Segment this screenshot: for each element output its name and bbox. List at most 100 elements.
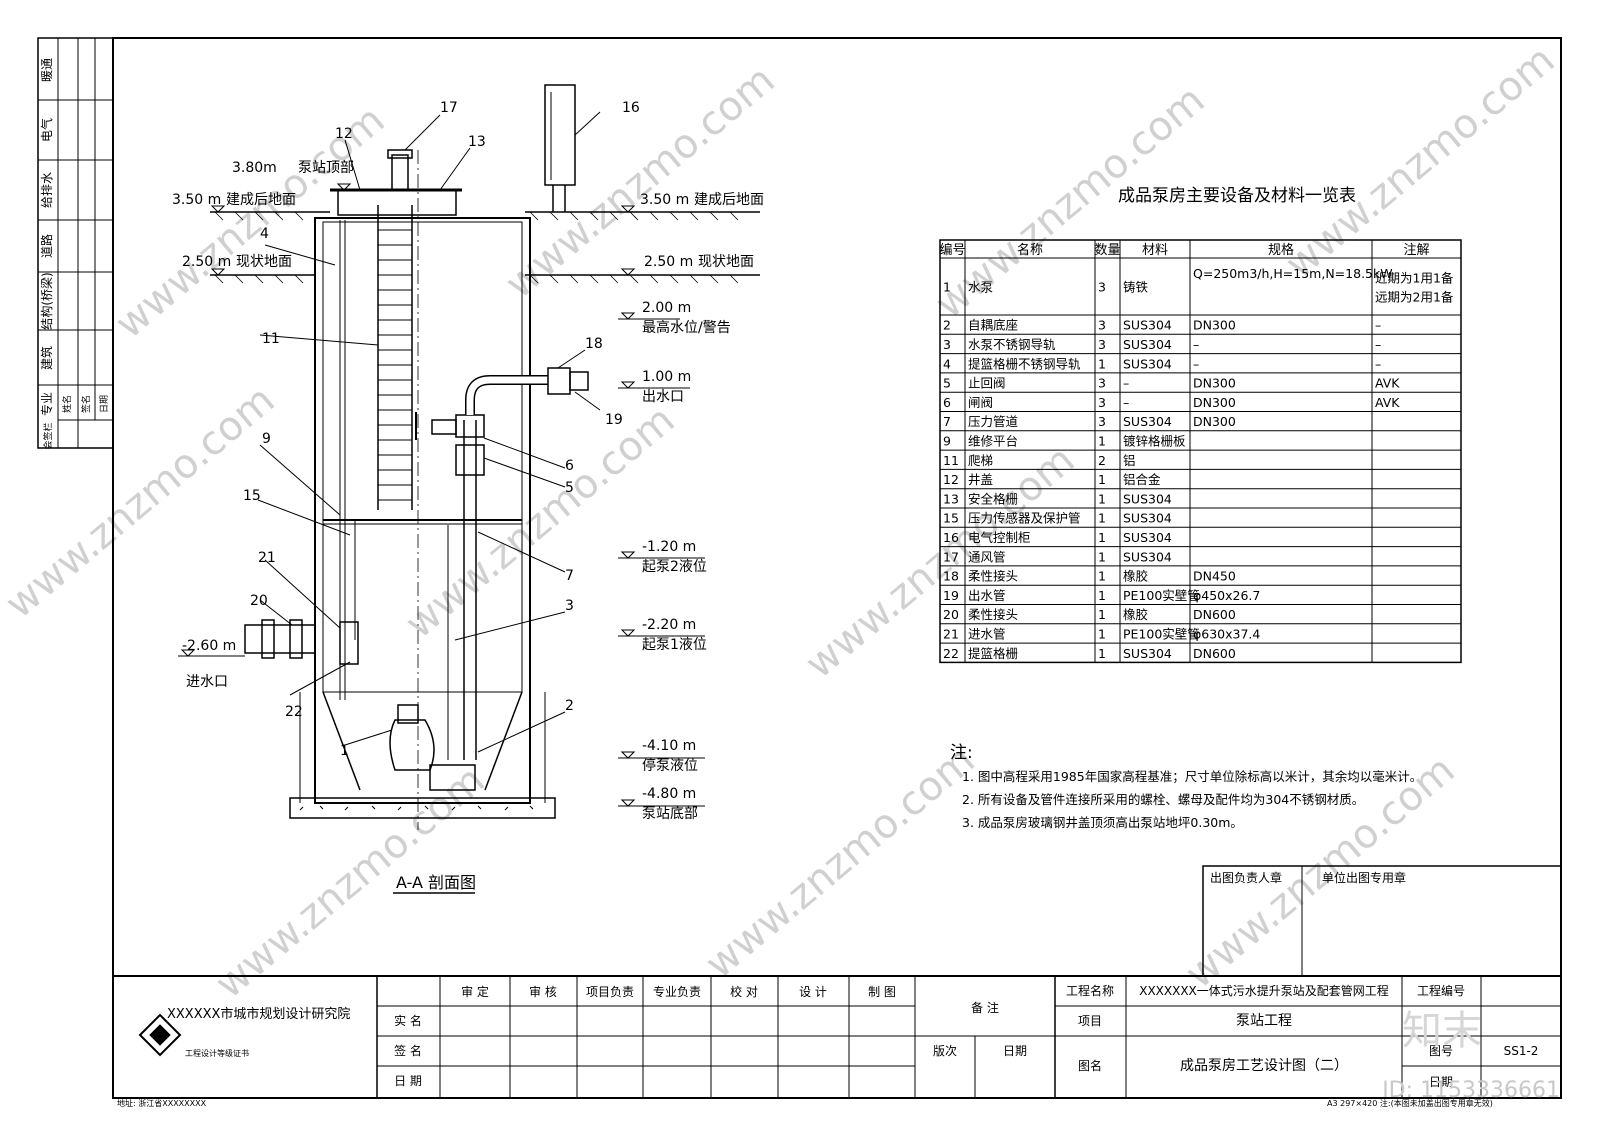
side-strip-label: 暖通 — [40, 58, 54, 82]
callout: 22 — [285, 704, 303, 720]
table-cell: SUS304 — [1123, 318, 1172, 333]
drawing-name-label: 图名 — [1078, 1058, 1102, 1073]
row-label: 日 期 — [394, 1074, 422, 1088]
table-cell: 水泵不锈钢导轨 — [968, 337, 1056, 352]
table-cell: 5 — [943, 376, 951, 391]
table-cell: 柔性接头 — [968, 607, 1018, 622]
table-cell: 3 — [1098, 414, 1106, 429]
role-label: 审 定 — [461, 984, 489, 999]
table-cell: DN600 — [1193, 646, 1236, 661]
table-cell: – — [1193, 356, 1199, 371]
table-cell: 1 — [1098, 626, 1106, 641]
table-cell: 11 — [943, 453, 959, 468]
drawing-no: SS1-2 — [1504, 1044, 1539, 1058]
side-strip-label: 电气 — [39, 118, 54, 142]
level-label: 现状地面 — [698, 254, 754, 270]
table-cell: 进水管 — [968, 626, 1006, 641]
level-value: 2.00 m — [642, 300, 691, 316]
table-cell: 1 — [1098, 569, 1106, 584]
version-label: 版次 — [933, 1044, 957, 1058]
table-cell: 止回阀 — [968, 376, 1006, 391]
table-cell: 17 — [943, 549, 959, 564]
table-cell: 3 — [1098, 395, 1106, 410]
callout: 9 — [262, 431, 271, 447]
table-cell: SUS304 — [1123, 646, 1172, 661]
level-label: 起泵1液位 — [642, 637, 707, 653]
callout: 19 — [605, 412, 623, 428]
callout: 4 — [260, 226, 269, 242]
table-cell: – — [1375, 318, 1381, 333]
table-cell: 4 — [943, 356, 951, 371]
table-cell: 通风管 — [968, 549, 1006, 564]
note-item: 1. 图中高程采用1985年国家高程基准；尺寸单位除标高以米计，其余均以毫米计。 — [962, 769, 1422, 784]
table-cell: 1 — [943, 280, 951, 295]
table-cell: 2 — [943, 318, 951, 333]
role-label: 制 图 — [868, 985, 896, 999]
level-value: 2.50 m — [182, 254, 231, 270]
table-cell: 出水管 — [968, 588, 1006, 603]
table-cell: 铝 — [1123, 453, 1136, 468]
table-cell: 压力传感器及保护管 — [968, 511, 1081, 526]
level-value: 3.50 m — [640, 192, 689, 208]
table-cell: 18 — [943, 569, 959, 584]
section-labels: 3.80m 泵站顶部 3.50 m 建成后地面 3.50 m 建成后地面 2.5… — [172, 100, 764, 894]
table-cell: 安全格栅 — [968, 491, 1018, 506]
table-cell: 1 — [1098, 356, 1106, 371]
item-value: 泵站工程 — [1236, 1013, 1292, 1029]
title-block — [113, 975, 1561, 1098]
level-value: -4.80 m — [642, 786, 696, 802]
callout: 12 — [335, 126, 353, 142]
level-label: 现状地面 — [236, 254, 292, 270]
level-value: -1.20 m — [642, 539, 696, 555]
table-cell: – — [1123, 376, 1129, 391]
table-cell: 提篮格栅 — [968, 646, 1018, 661]
level-label: 停泵液位 — [642, 757, 698, 774]
table-cell: 15 — [943, 511, 959, 526]
table-cell: PE100实壁管 — [1123, 588, 1200, 603]
table-cell: DN600 — [1193, 607, 1236, 622]
date2-label: 日期 — [1429, 1075, 1453, 1089]
table-cell: PE100实壁管 — [1123, 626, 1200, 641]
table-cell: SUS304 — [1123, 356, 1172, 371]
footer-address: 地址: 浙江省XXXXXXXX — [117, 1098, 207, 1108]
table-cell: Q=250m3/h,H=15m,N=18.5kW — [1193, 266, 1393, 281]
stamp-label-left: 出图负责人章 — [1210, 870, 1282, 885]
table-cell: 1 — [1098, 549, 1106, 564]
note-item: 3. 成品泵房玻璃钢井盖顶须高出泵站地坪0.30m。 — [962, 815, 1243, 830]
table-cell: 压力管道 — [968, 414, 1019, 429]
callout: 7 — [565, 568, 574, 584]
table-cell: DN450 — [1193, 569, 1236, 584]
table-cell: φ450x26.7 — [1193, 588, 1260, 603]
table-cell: 16 — [943, 530, 959, 545]
role-label: 设 计 — [799, 985, 827, 999]
table-cell: 井盖 — [968, 472, 993, 487]
table-cell: 1 — [1098, 433, 1106, 448]
table-cell: SUS304 — [1123, 414, 1172, 429]
level-label: 起泵2液位 — [642, 559, 707, 575]
remarks-label: 备 注 — [971, 1000, 999, 1015]
table-cell: 21 — [943, 626, 959, 641]
side-strip-label: 给排水 — [40, 172, 54, 208]
note-item: 2. 所有设备及管件连接所采用的螺栓、螺母及配件均为304不锈钢材质。 — [962, 792, 1364, 807]
table-cell: – — [1123, 395, 1129, 410]
table-cell: – — [1375, 337, 1381, 352]
table-cell: 3 — [943, 337, 951, 352]
table-cell: SUS304 — [1123, 530, 1172, 545]
table-header-cell: 注解 — [1403, 243, 1429, 258]
level-value: -4.10 m — [642, 738, 696, 754]
code-label: 工程编号 — [1417, 983, 1465, 998]
table-cell: 1 — [1098, 530, 1106, 545]
table-cell: 自耦底座 — [968, 318, 1018, 333]
table-cell: 2 — [1098, 453, 1106, 468]
table-cell: 爬梯 — [968, 453, 993, 468]
table-cell: 12 — [943, 472, 959, 487]
table-cell: 7 — [943, 414, 951, 429]
level-label: 建成后地面 — [694, 192, 764, 208]
footer-sheet: A3 297×420 注:(本图未加盖出图专用章无效) — [1327, 1098, 1493, 1108]
level-label: 泵站顶部 — [298, 160, 354, 176]
table-cell: 1 — [1098, 607, 1106, 622]
table-cell: 1 — [1098, 491, 1106, 506]
table-cell: DN300 — [1193, 395, 1236, 410]
